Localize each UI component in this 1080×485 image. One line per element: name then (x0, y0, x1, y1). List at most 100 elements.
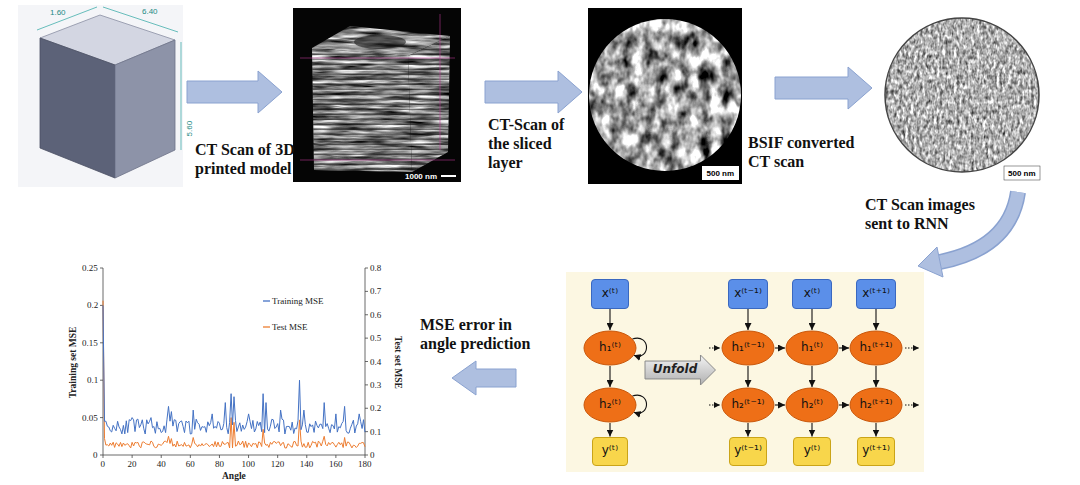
hidden-state-node: h₁⁽ᵗ⁾ (785, 330, 839, 366)
axis-tick (100, 417, 103, 418)
tick-label: 160 (329, 459, 343, 469)
axis-tick (306, 455, 307, 458)
block-arrow-part (485, 71, 582, 113)
axis-tick (365, 314, 368, 315)
flow-arrow (775, 347, 785, 348)
node-text: x⁽ᵗ⁾ (602, 287, 619, 300)
hidden-state-node: h₂⁽ᵗ⁺¹⁾ (849, 387, 903, 423)
rnn-panel-part-part (709, 348, 720, 349)
training-mse-line (103, 305, 365, 434)
ellipse-outline (584, 388, 636, 422)
flow-arrow (609, 309, 610, 330)
axis-tick (100, 342, 103, 343)
ellipse-outline (786, 331, 838, 365)
axis-tick (132, 455, 133, 458)
tick-label: 0.4 (370, 357, 381, 367)
node-text: h₂⁽ᵗ⁾ (599, 398, 621, 411)
cube-model-part-part (181, 42, 182, 150)
dimension-label: 6.40 (142, 7, 158, 16)
scale-bar-label: 500 nm (1008, 169, 1036, 178)
ct-volume-image-part (354, 35, 406, 49)
rnn-panel (566, 272, 924, 472)
axis-tick (103, 455, 104, 458)
axis-tick (335, 455, 336, 458)
bsif-image-part (1004, 166, 1040, 180)
test-mse-line (103, 301, 365, 448)
legend-label: Test MSE (272, 322, 308, 332)
ellipse-outline (786, 388, 838, 422)
ct-volume-image-part-part (300, 160, 455, 161)
output-box: y⁽ᵗ⁻¹⁾ (729, 437, 767, 466)
tick-label: 40 (157, 459, 166, 469)
axis-tick (365, 455, 366, 458)
axis-tick (100, 268, 103, 269)
hidden-state-node: h₁⁽ᵗ⁺¹⁾ (849, 330, 903, 366)
cube-model-part-part (37, 7, 97, 30)
flow-arrow (811, 423, 812, 437)
input-box: x⁽ᵗ⁻¹⁾ (728, 279, 768, 309)
node-text: h₂⁽ᵗ⁻¹⁾ (732, 398, 765, 411)
chart-axis (100, 268, 368, 458)
hidden-state-node: h₁⁽ᵗ⁾ (583, 330, 637, 366)
dimension-label: 5.60 (185, 120, 194, 136)
ct-volume-image (293, 8, 461, 182)
ct-slice-image-part (588, 8, 742, 184)
legend-line (263, 326, 270, 327)
flow-arrow (747, 366, 748, 387)
tick-label: 0 (370, 450, 375, 460)
node-text: h₂⁽ᵗ⁺¹⁾ (860, 398, 893, 411)
input-box: x⁽ᵗ⁾ (591, 279, 629, 309)
hidden-state-node: h₂⁽ᵗ⁾ (785, 387, 839, 423)
tick-label: 0.2 (370, 403, 381, 413)
axis-tick (190, 455, 191, 458)
ct-volume-image-part (441, 175, 456, 177)
cube-model (18, 5, 183, 187)
input-box: x⁽ᵗ⁺¹⁾ (856, 279, 896, 309)
axis-title: Angle (222, 471, 246, 482)
cube-model-part-part (103, 7, 178, 32)
tick-label: 80 (215, 459, 224, 469)
cube-model-part (40, 38, 115, 178)
flow-arrow (609, 423, 610, 437)
step-label: CT-Scan of the sliced layer (488, 115, 583, 173)
rnn-panel-part-part (905, 348, 919, 349)
axis-title: Training set MSE (68, 326, 79, 398)
arrow-text: Unfold (653, 363, 707, 376)
axis-tick (365, 338, 368, 339)
dimension-label: 1.60 (50, 8, 66, 17)
ct-volume-image-part (408, 36, 450, 172)
flow-arrow (875, 366, 876, 387)
axis-tick (277, 455, 278, 458)
ct-slice-image (588, 8, 742, 184)
flow-arrow (747, 423, 748, 437)
ct-volume-image-part (293, 8, 461, 182)
axis-tick (365, 291, 368, 292)
flow-arrow (747, 309, 748, 330)
scale-bar-label: 1000 nm (405, 172, 437, 181)
flow-arrow (839, 404, 849, 405)
mse-chart (100, 268, 368, 458)
node-text: h₁⁽ᵗ⁾ (599, 341, 621, 354)
tick-label: 60 (186, 459, 195, 469)
axis-tick (365, 408, 368, 409)
tick-label: 120 (271, 459, 285, 469)
flow-arrow (875, 309, 876, 330)
tick-label: 0 (93, 450, 98, 460)
bsif-image-part (884, 8, 1042, 184)
tick-label: 0.05 (82, 413, 98, 423)
tick-label: 0.25 (82, 263, 98, 273)
axis-tick (365, 384, 368, 385)
hidden-state-node: h₁⁽ᵗ⁻¹⁾ (721, 330, 775, 366)
arrow-outline (645, 355, 715, 385)
tick-label: 100 (242, 459, 256, 469)
cube-model-part (18, 5, 183, 187)
node-text: x⁽ᵗ⁻¹⁾ (734, 287, 762, 300)
tick-label: 180 (358, 459, 372, 469)
rnn-panel-part (566, 272, 924, 472)
axis-tick (365, 268, 368, 269)
node-text: h₁⁽ᵗ⁻¹⁾ (732, 341, 765, 354)
axis-tick (365, 455, 368, 456)
flow-arrow (875, 423, 876, 437)
ct-volume-image-part-part (440, 14, 441, 150)
